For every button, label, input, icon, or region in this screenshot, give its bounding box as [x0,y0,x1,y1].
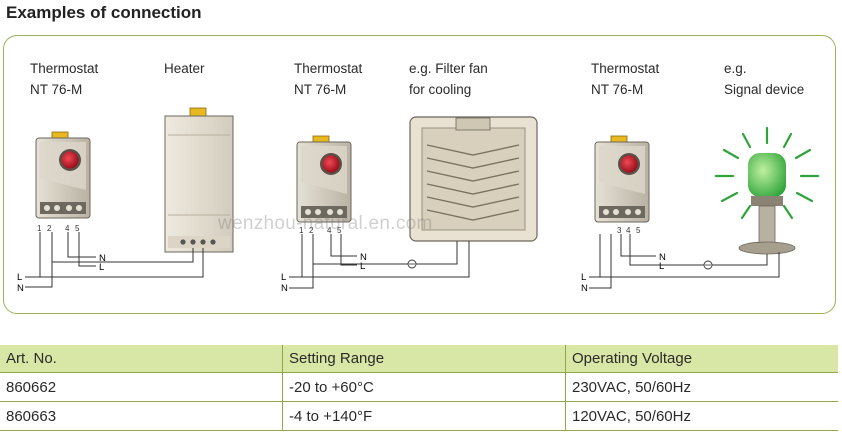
table-cell: 120VAC, 50/60Hz [565,401,838,431]
thermostat-2 [296,135,352,223]
mains-label-L: L [17,272,22,283]
mains-label-N: N [281,283,288,294]
wiring-3 [589,234,780,289]
table-cell: -20 to +60°C [282,372,566,402]
wire-label-N: N [659,252,666,263]
wire-label-L: L [659,261,664,272]
terminal-label: 5 [636,226,641,235]
column-header: Operating Voltage [565,345,838,373]
table-header-row: Art. No. Setting Range Operating Voltage [0,345,838,373]
mains-label-N: N [581,283,588,294]
terminal-label: 2 [309,226,314,235]
table-cell: 860662 [0,372,283,402]
wiring-2 [289,234,470,289]
column-header: Setting Range [282,345,566,373]
filter-fan-device [409,116,538,242]
heater-label: Heater [164,61,205,76]
wire-label-N: N [99,253,106,264]
wiring-diagram: 1 2 4 5 N L L N 1 2 4 5 [17,107,820,294]
wire-label-L: L [360,261,365,272]
mains-label-N: N [17,283,24,294]
signal-lamp-device [714,126,820,255]
signal-device-label: e.g.Signal device [724,61,805,97]
terminal-label: 4 [626,226,631,235]
terminal-label: 3 [617,226,622,235]
terminal-label: 4 [65,224,70,233]
table-cell: 860663 [0,401,283,431]
mains-label-L: L [281,272,286,283]
terminal-label: 5 [337,226,342,235]
section-title: Examples of connection [6,3,202,22]
terminal-label: 4 [327,226,332,235]
terminal-label: 1 [299,226,304,235]
spec-table: Art. No. Setting Range Operating Voltage… [0,345,838,431]
table-cell: 230VAC, 50/60Hz [565,372,838,402]
table-row: 860663 -4 to +140°F 120VAC, 50/60Hz [0,401,838,431]
column-header: Art. No. [0,345,283,373]
terminal-label: 1 [37,224,42,233]
diagram-panel [3,35,836,314]
wire-label-N: N [360,252,367,263]
wiring-1 [25,232,204,288]
thermostat-1 [35,131,91,219]
watermark: wenzhou-natural.en.com [218,213,433,234]
heater-device [164,107,234,253]
table-cell: -4 to +140°F [282,401,566,431]
thermostat-3 [594,135,650,223]
terminal-label: 5 [75,224,80,233]
wire-label-L: L [99,262,104,273]
table-row: 860662 -20 to +60°C 230VAC, 50/60Hz [0,372,838,402]
mains-label-L: L [581,272,586,283]
terminal-label: 2 [47,224,52,233]
